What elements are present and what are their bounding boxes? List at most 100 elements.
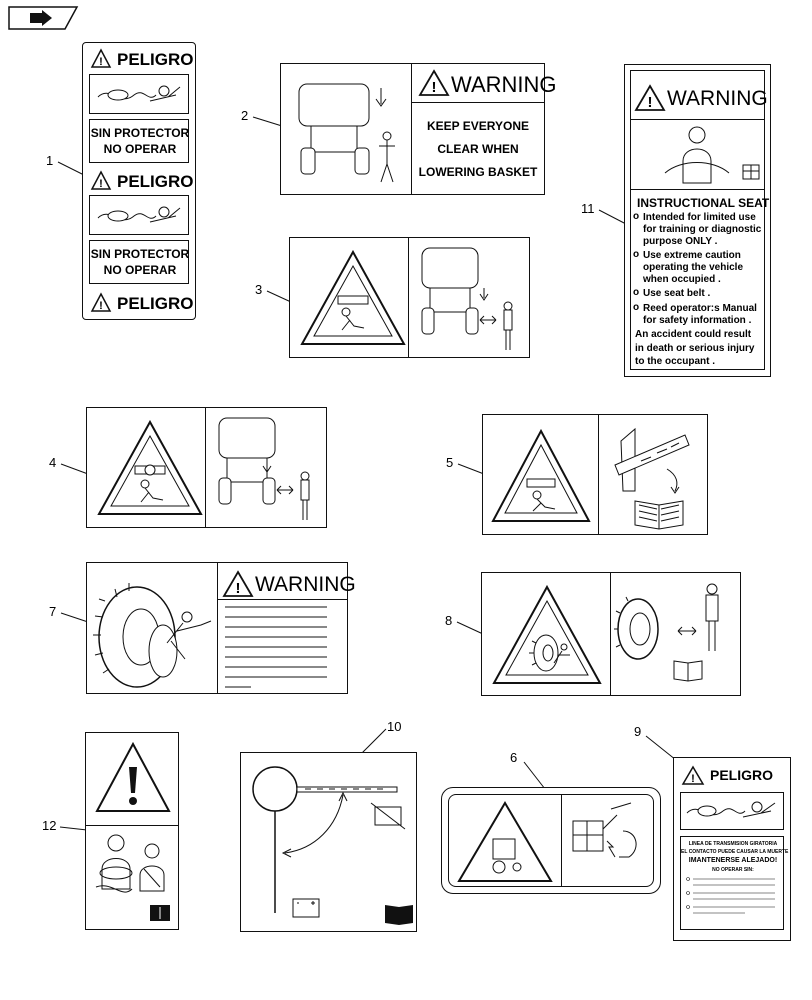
decal-12 [85,732,179,930]
decal9-placeholder-lines [686,877,775,914]
leader-1 [57,161,85,176]
seated-operator-pictogram [664,126,760,184]
bullet4-line-a: Reed operator:s Manual [643,303,757,314]
warning-triangle-icon: ! [90,170,112,190]
leader-10 [360,728,387,755]
footer-line1: An accident could result [635,329,752,340]
leader-2 [252,116,283,127]
electrical-shock-pictogram [572,802,637,858]
leader-9 [645,735,677,761]
decal-5 [482,414,708,535]
crush-hazard-triangle-icon [300,249,406,345]
warning-triangle-icon: ! [634,84,666,111]
no-operar-text: NO OPERAR [103,263,177,277]
peligro-label-2: PELIGRO [117,172,194,191]
callout-5: 5 [446,455,454,470]
read-manual-pictogram [614,427,690,530]
leader-6 [523,761,546,790]
no-operar-text: NO OPERAR [103,142,177,156]
decal-7: ! WARNING [86,562,356,694]
entanglement-pictogram-1 [89,74,189,114]
callout-2: 2 [241,108,249,123]
decal-6 [441,787,661,894]
decal2-line2: CLEAR WHEN [437,142,519,156]
bullet2-line-b: operating the vehicle [643,262,744,273]
warning-heading-7: WARNING [255,573,356,596]
callout-9: 9 [634,724,642,739]
decal-3 [289,237,530,358]
machine-rollover-triangle-icon [457,801,553,882]
warning-triangle-icon [95,741,171,812]
tire-hazard-triangle-icon [492,584,602,684]
callout-8: 8 [445,613,453,628]
footer-line2: in death or serious injury [635,343,755,354]
tire-clearance-pictogram [614,583,719,682]
leader-5 [457,463,485,475]
decal2-line3: LOWERING BASKET [418,165,538,179]
decal2-line1: KEEP EVERYONE [426,119,530,133]
lowering-basket-pictogram [281,64,412,194]
footer-line3: to the occupant . [635,356,715,367]
leader-4 [60,463,89,475]
bullet1-line-b: for training or diagnostic [643,224,762,235]
callout-1: 1 [46,153,54,168]
leader-3 [266,290,292,303]
warning-heading-2: WARNING [451,72,557,97]
callout-6: 6 [510,750,518,765]
leader-11 [598,209,627,225]
decal-8 [481,572,741,696]
svg-text:!: ! [236,580,241,597]
bullet1-line-a: Intended for limited use [643,212,756,223]
bullet1-line-c: purpose ONLY . [643,236,718,247]
decal-4 [86,407,327,528]
decal-2: ! WARNING KEEP EVERYONE CLEAR WHEN LOWER… [280,63,557,195]
leader-12 [59,826,88,831]
instructional-seat-pictogram [95,834,170,921]
decal-1: ! PELIGRO SIN PROTECTOR NO OPERAR ! PELI… [82,42,196,320]
bullet3: Use seat belt . [643,288,711,299]
svg-text:!: ! [691,773,695,785]
warning-triangle-icon: ! [681,765,705,785]
decal6-inner [448,794,654,887]
bullet2-line-a: Use extreme caution [643,250,741,261]
warning-heading-11: WARNING [667,87,768,110]
decal9-text-box: LINEA DE TRANSMISION GIRATORIA EL CONTAC… [680,836,789,930]
battery-disconnect-pictogram [252,766,413,925]
decal9-line2: EL CONTACTO PUEDE CAUSAR LA MUERTE [681,849,789,855]
svg-text:!: ! [99,178,103,190]
warning-triangle-icon: ! [222,570,254,597]
tire-crush-pictogram [93,583,212,688]
back-arrow-icon[interactable] [8,6,79,30]
leader-7 [60,612,89,623]
instructional-seat-title: INSTRUCTIONAL SEAT [637,196,770,210]
sin-protector-text: SIN PROTECTOR [90,126,190,140]
decal11-inner: ! WARNING INSTRUCTIONAL SEAT o Intended … [630,70,769,370]
svg-text:!: ! [99,56,103,68]
svg-text:!: ! [432,79,437,96]
sin-protector-text: SIN PROTECTOR [90,247,190,261]
callout-11: 11 [581,201,595,216]
svg-text:!: ! [99,300,103,312]
warning-triangle-icon: ! [90,48,112,68]
decal9-line3: IMANTENERSE ALEJADO! [688,857,778,864]
decal-10 [240,752,417,932]
callout-12: 12 [42,818,57,833]
decal9-line4: NO OPERAR SIN: [712,867,754,873]
warning-triangle-icon: ! [418,69,450,96]
leader-8 [456,621,484,635]
callout-4: 4 [49,455,57,470]
callout-3: 3 [255,282,263,297]
sin-protector-box-2: SIN PROTECTOR NO OPERAR [89,240,189,284]
crush-hazard-triangle-icon [491,428,591,522]
machine-clearance-pictogram [421,247,513,350]
bullet4-line-b: for safety information . [643,315,752,326]
entanglement-pictogram-2 [89,195,189,235]
warning-text-placeholder-lines [225,606,327,688]
callout-10: 10 [387,719,402,734]
machine-clearance-pictogram [218,417,310,520]
decal-11: ! WARNING INSTRUCTIONAL SEAT o Intended … [624,64,771,377]
decal9-line1: LINEA DE TRANSMISION GIRATORIA [688,841,778,847]
peligro-label-3: PELIGRO [117,294,194,313]
decal-9: ! PELIGRO LINEA DE TRANSMISION GIRATORIA… [673,757,791,941]
callout-7: 7 [49,604,57,619]
